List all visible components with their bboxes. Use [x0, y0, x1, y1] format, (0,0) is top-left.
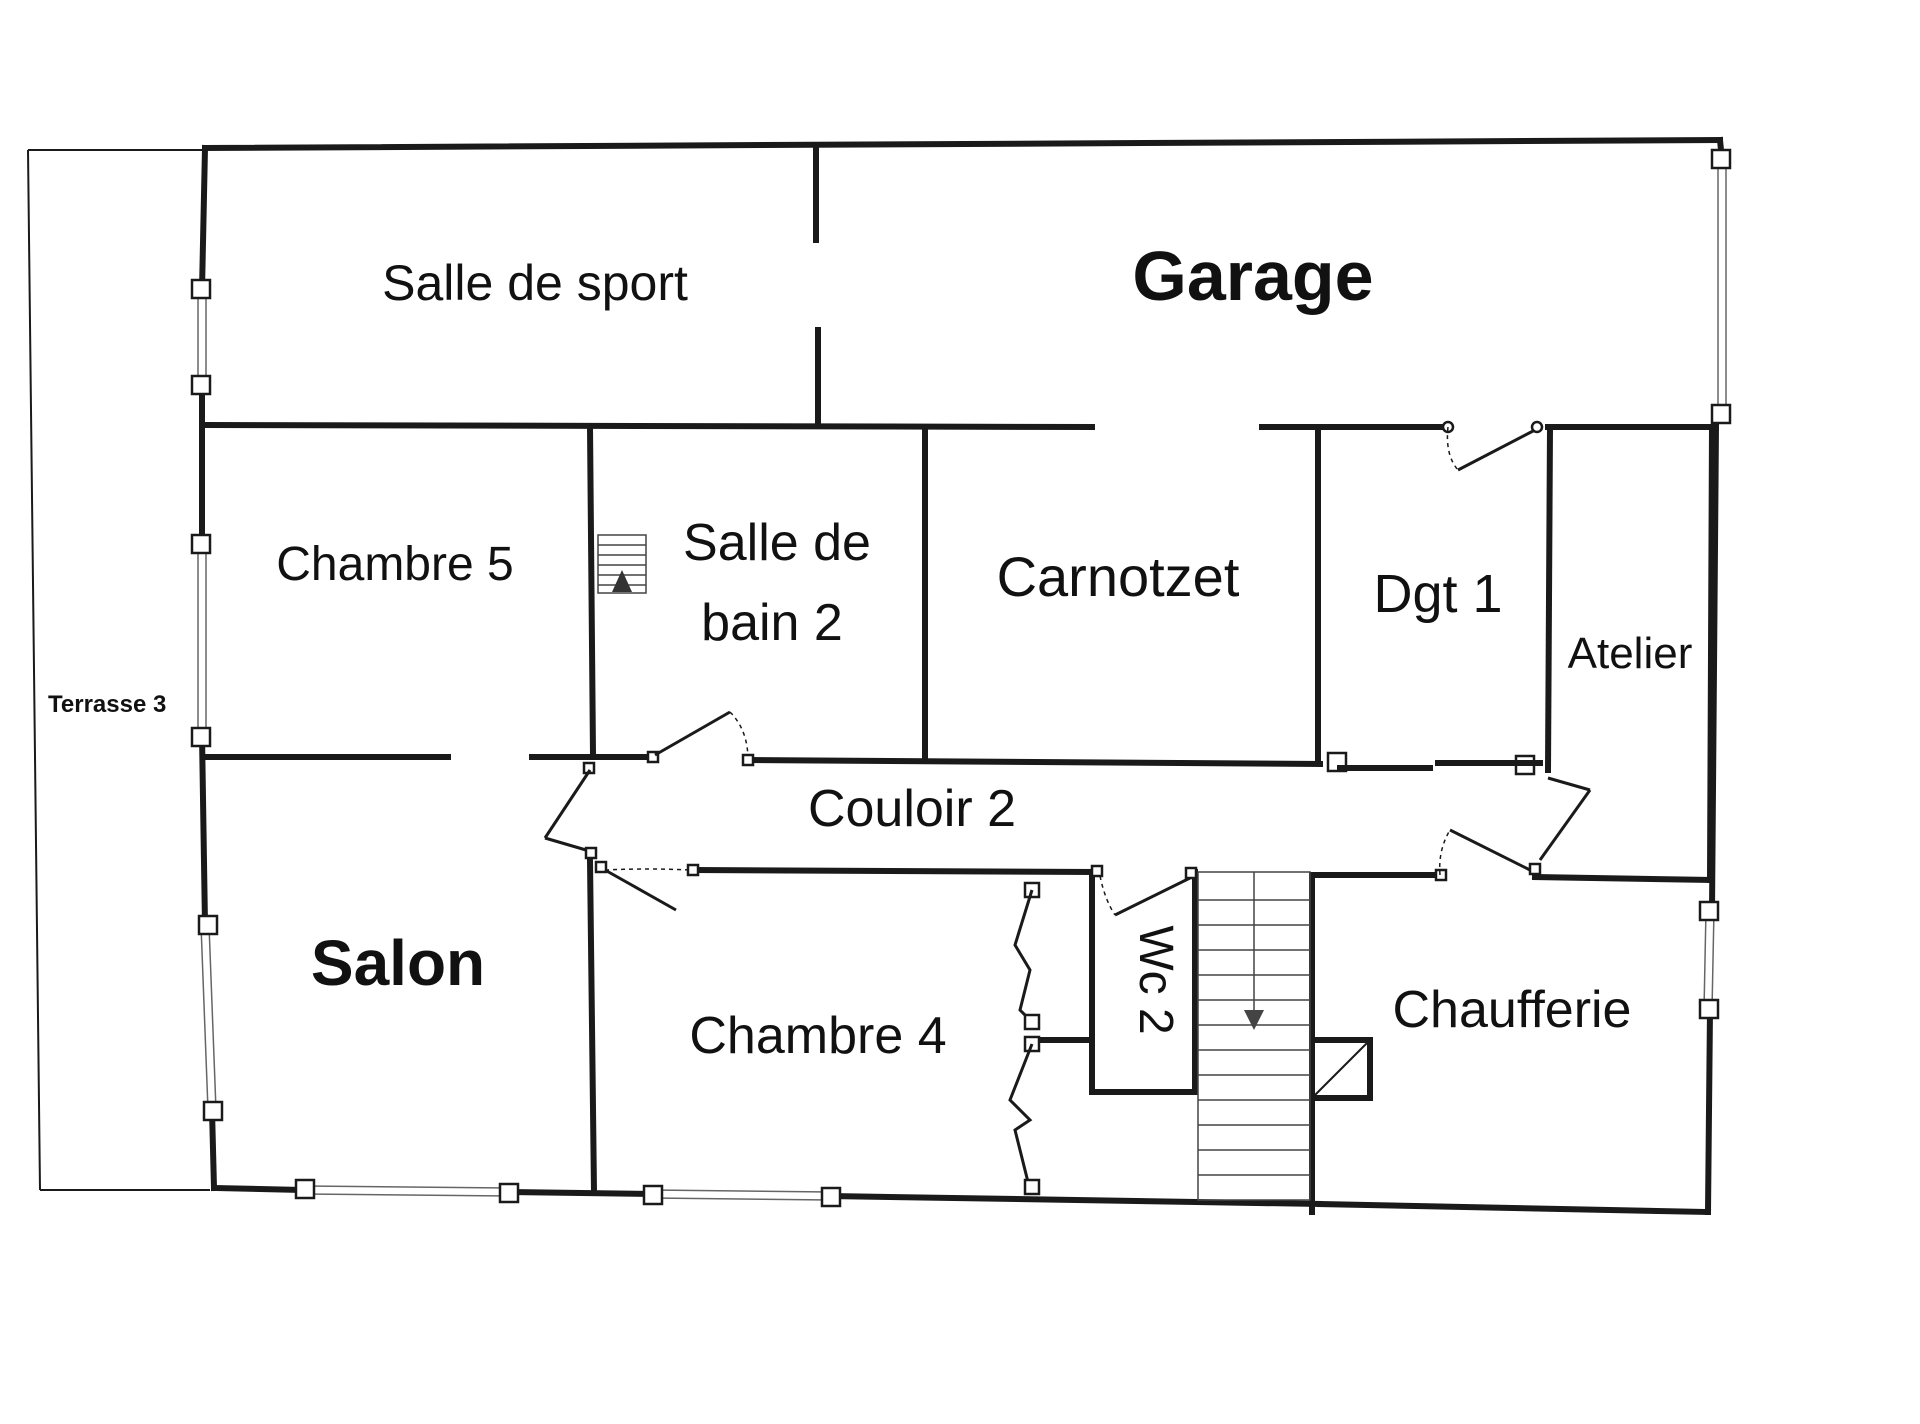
- terrace-outline: [27, 149, 210, 1191]
- label-salle-de-bain-2-line1: Salle de: [683, 514, 871, 572]
- label-terrasse-3: Terrasse 3: [48, 691, 166, 718]
- label-dgt-1: Dgt 1: [1373, 564, 1502, 624]
- label-chambre-5: Chambre 5: [276, 538, 513, 591]
- label-salle-de-bain-2-line2: bain 2: [701, 594, 843, 652]
- label-couloir-2: Couloir 2: [808, 780, 1016, 838]
- windows: [197, 160, 1727, 1201]
- label-carnotzet: Carnotzet: [997, 545, 1240, 608]
- interior-walls: [200, 143, 1719, 1215]
- staircase-salle-de-bain: [597, 534, 647, 594]
- doors: [543, 420, 1592, 1196]
- window-posts: [190, 148, 1732, 1208]
- label-chaufferie: Chaufferie: [1393, 981, 1632, 1039]
- label-atelier: Atelier: [1568, 629, 1693, 678]
- label-garage: Garage: [1132, 237, 1373, 315]
- label-chambre-4: Chambre 4: [689, 1007, 946, 1065]
- staircase-main: [1197, 871, 1311, 1201]
- label-salon: Salon: [311, 927, 485, 999]
- label-salle-de-sport: Salle de sport: [382, 255, 688, 311]
- label-wc-2: Wc 2: [1129, 925, 1182, 1034]
